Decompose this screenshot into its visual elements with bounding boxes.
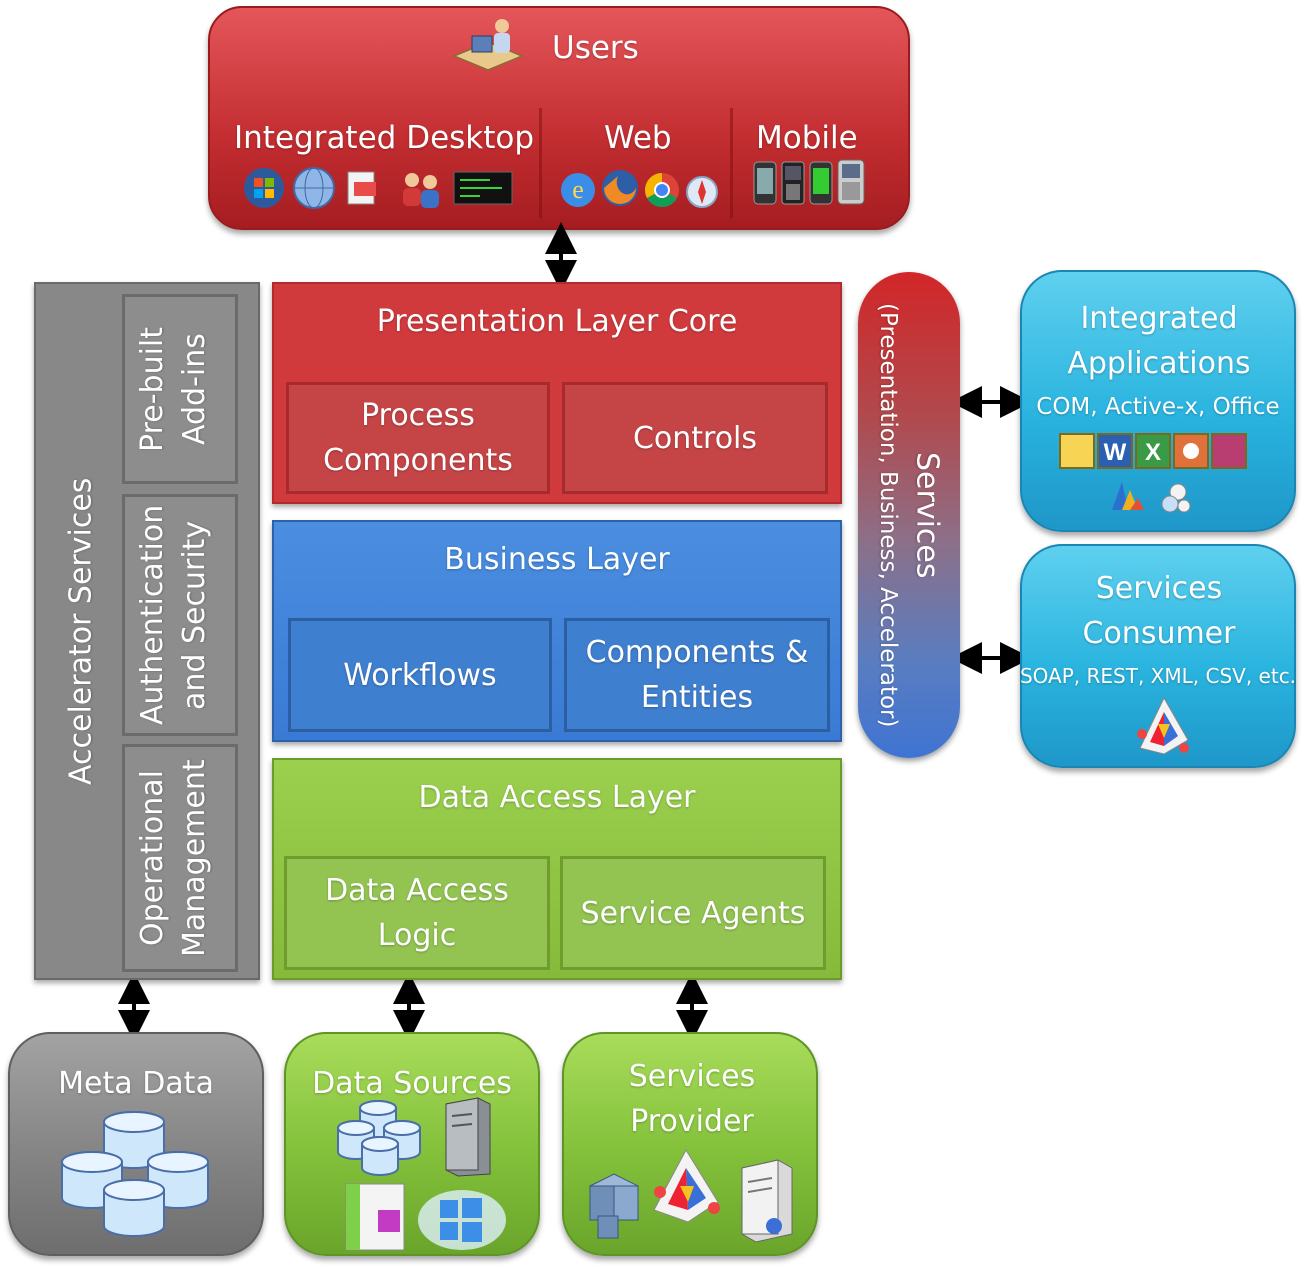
users-group-icon (403, 173, 439, 208)
mail-document-icon (347, 171, 376, 205)
phone-keypad-icon (781, 161, 805, 205)
safari-icon (686, 176, 718, 208)
web-service-prism-icon (653, 1148, 720, 1223)
accelerator-services-panel: Accelerator Services Pre-built Add-ins A… (34, 282, 260, 980)
operational-management-box: Operational Management (122, 744, 238, 972)
word-icon: W (1097, 433, 1133, 469)
section-divider (539, 108, 542, 218)
web-label: Web (604, 120, 672, 156)
chrome-icon (645, 173, 679, 207)
business-layer-title: Business Layer (444, 542, 670, 577)
file-and-windows-icons (345, 1183, 506, 1251)
services-pill-title: Services (909, 451, 945, 579)
prebuilt-addins-box: Pre-built Add-ins (122, 294, 238, 484)
presentation-layer-core: Presentation Layer Core Process Componen… (272, 282, 842, 504)
auth-security-label: Authentication and Security (135, 504, 212, 726)
auth-security-box: Authentication and Security (122, 494, 238, 736)
firefox-icon (602, 170, 638, 206)
server-tower-icon (445, 1097, 491, 1177)
dynamics-chart-icon (1112, 482, 1144, 510)
database-stack-icon (61, 1111, 209, 1237)
process-components-box: Process Components (286, 382, 550, 494)
integrated-applications-subtitle: COM, Active-x, Office (1036, 394, 1280, 420)
access-icon (1211, 433, 1247, 469)
services-consumer-title: Services Consumer (1082, 571, 1236, 651)
data-access-layer-title: Data Access Layer (418, 780, 696, 815)
section-divider (730, 108, 733, 218)
office-app-icons: W X (1059, 433, 1247, 513)
users-panel: Users Integrated Desktop Web Mobile e (208, 6, 910, 230)
services-consumer-box: Services Consumer SOAP, REST, XML, CSV, … (1020, 544, 1296, 768)
web-service-prism-icon (1137, 696, 1189, 755)
prebuilt-addins-label: Pre-built Add-ins (135, 326, 212, 452)
operational-management-label: Operational Management (135, 759, 212, 957)
document-file-icon (345, 1183, 405, 1251)
users-title: Users (552, 30, 639, 66)
service-icons (588, 1148, 793, 1243)
accelerator-services-title: Accelerator Services (63, 477, 99, 785)
workflows-box: Workflows (288, 618, 552, 732)
smartphone-icon (753, 161, 777, 205)
integrated-applications-title: Integrated Applications (1067, 301, 1251, 381)
services-provider-box: Services Provider (562, 1032, 818, 1256)
desktop-app-icons (244, 167, 513, 209)
terminal-icon (453, 171, 513, 205)
data-access-logic-box: Data Access Logic (284, 856, 550, 970)
data-access-layer: Data Access Layer Data Access Logic Serv… (272, 758, 842, 980)
business-layer: Business Layer Workflows Components & En… (272, 520, 842, 742)
windows-icon (244, 168, 284, 208)
databases-icon (337, 1100, 421, 1176)
excel-icon: X (1135, 433, 1171, 469)
components-entities-box: Components & Entities (564, 618, 830, 732)
services-consumer-subtitle: SOAP, REST, XML, CSV, etc. (1019, 664, 1297, 688)
data-sources-title: Data Sources (312, 1066, 512, 1101)
internet-explorer-icon: e (561, 173, 595, 207)
presentation-layer-title: Presentation Layer Core (376, 304, 738, 339)
svg-text:e: e (572, 175, 584, 204)
integrated-desktop-label: Integrated Desktop (234, 120, 535, 156)
application-server-icon (741, 1159, 793, 1243)
data-sources-box: Data Sources (284, 1032, 540, 1256)
controls-box: Controls (562, 382, 828, 494)
integrated-applications-box: Integrated Applications COM, Active-x, O… (1020, 270, 1296, 532)
network-blocks-icon (588, 1173, 640, 1239)
globe-icon (293, 167, 335, 209)
blackberry-icon (837, 159, 865, 205)
green-phone-icon (809, 161, 833, 205)
user-at-desk-icon (452, 19, 524, 71)
meta-data-title: Meta Data (58, 1066, 214, 1101)
meta-data-box: Meta Data (8, 1032, 264, 1256)
outlook-icon (1059, 433, 1095, 469)
service-agents-box: Service Agents (560, 856, 826, 970)
services-pill-subtitle: (Presentation, Business, Accelerator) (875, 302, 901, 728)
mobile-device-icons (753, 159, 865, 205)
svg-text:X: X (1145, 439, 1161, 466)
browser-icons: e (561, 170, 718, 208)
powerpoint-icon (1173, 433, 1209, 469)
services-provider-title: Services Provider (628, 1059, 756, 1139)
services-pill: Services (Presentation, Business, Accele… (858, 272, 960, 758)
svg-text:W: W (1104, 439, 1127, 466)
windows-logo-icon (418, 1190, 506, 1250)
sharepoint-icon (1161, 483, 1191, 513)
mobile-label: Mobile (756, 120, 858, 156)
